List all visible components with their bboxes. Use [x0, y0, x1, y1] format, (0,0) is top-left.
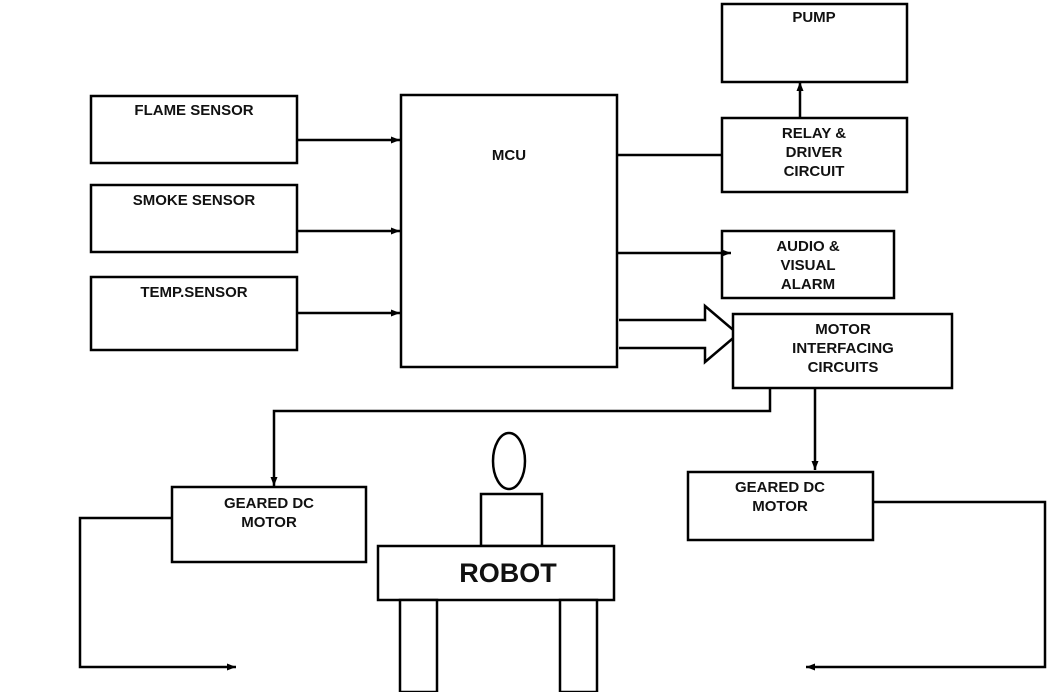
smoke-sensor-label: SMOKE SENSOR [133, 192, 256, 209]
flame-sensor-block: FLAME SENSOR [89, 94, 299, 165]
robot-label: ROBOT [459, 558, 557, 588]
alarm-label-line-3: ALARM [781, 276, 835, 293]
line-right-motor-output [806, 500, 1047, 671]
robot-right-leg [558, 598, 599, 692]
alarm-label-line-1: AUDIO & [776, 238, 840, 255]
motor-interface-label-line-1: MOTOR [815, 321, 871, 338]
robot-body [376, 544, 616, 602]
motor-interface-label-line-2: INTERFACING [792, 340, 894, 357]
line-interface-to-left-motor [270, 388, 772, 486]
relay-label-line-2: DRIVER [786, 144, 843, 161]
line-left-motor-output [78, 516, 236, 671]
relay-driver-block: RELAY & DRIVER CIRCUIT [720, 116, 909, 194]
mcu-label: MCU [492, 147, 526, 164]
relay-label-line-1: RELAY & [782, 125, 846, 142]
left-motor-label-line-1: GEARED DC [224, 495, 314, 512]
temp-sensor-block: TEMP.SENSOR [89, 275, 299, 352]
alarm-label-line-2: VISUAL [780, 257, 835, 274]
pump-label: PUMP [792, 9, 835, 26]
left-motor-label-line-2: MOTOR [241, 514, 297, 531]
alarm-block: AUDIO & VISUAL ALARM [720, 229, 896, 300]
flame-sensor-label: FLAME SENSOR [134, 102, 253, 119]
right-geared-motor-block: GEARED DC MOTOR [686, 470, 875, 542]
temp-sensor-label: TEMP.SENSOR [140, 284, 247, 301]
smoke-sensor-block: SMOKE SENSOR [89, 183, 299, 254]
right-motor-label-line-2: MOTOR [752, 498, 808, 515]
robot-neck [479, 492, 544, 548]
motor-interface-label-line-3: CIRCUITS [808, 359, 879, 376]
motor-interface-block: MOTOR INTERFACING CIRCUITS [731, 312, 954, 390]
right-motor-label-line-1: GEARED DC [735, 479, 825, 496]
mcu-block: MCU [399, 93, 619, 369]
robot-figure: ROBOT [376, 431, 616, 692]
robot-head [491, 431, 527, 491]
pump-block: PUMP [720, 2, 909, 84]
robot-left-leg [398, 598, 439, 692]
left-geared-motor-block: GEARED DC MOTOR [170, 485, 368, 564]
relay-label-line-3: CIRCUIT [784, 163, 845, 180]
block-arrow-mcu-to-motor-interface [619, 303, 740, 365]
